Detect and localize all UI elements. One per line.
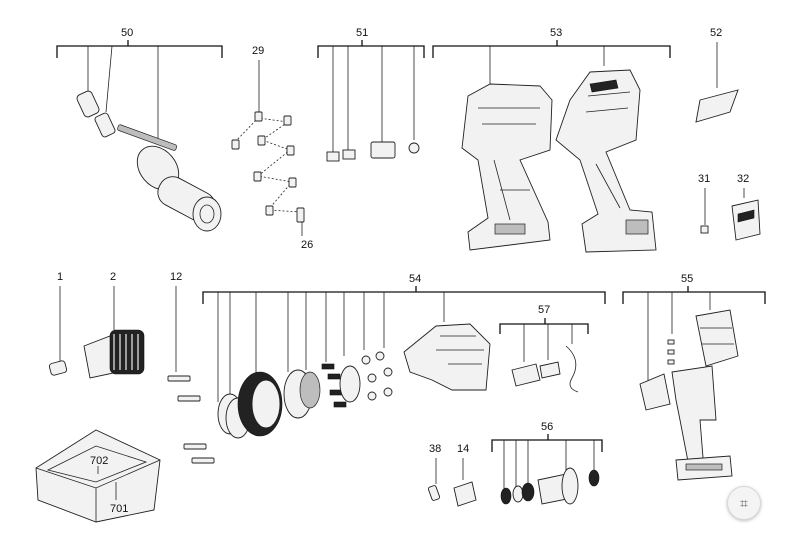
part-label-12: 12 <box>170 271 182 283</box>
side-handle-parts <box>76 90 222 232</box>
part-label-51: 51 <box>356 27 368 39</box>
part-label-50: 50 <box>121 27 133 39</box>
screws-29-26: 29 26 <box>231 45 313 251</box>
part-52: 52 <box>695 27 739 123</box>
part-label-702: 702 <box>90 455 108 467</box>
parts-38-14: 38 14 <box>427 443 477 507</box>
part-label-52: 52 <box>710 27 722 39</box>
screws-12: 12 <box>167 271 215 464</box>
part-label-1: 1 <box>57 271 63 283</box>
part-label-701: 701 <box>110 503 128 515</box>
bracket-55: 55 <box>622 273 766 481</box>
housing-left-half <box>461 83 553 251</box>
part-label-38: 38 <box>429 443 441 455</box>
chuck-parts: 1 2 <box>48 271 145 379</box>
fullscreen-toggle-button[interactable]: ⌗ <box>727 486 761 520</box>
part-label-56: 56 <box>541 421 553 433</box>
part-label-57: 57 <box>538 304 550 316</box>
fullscreen-collapse-icon: ⌗ <box>740 495 748 511</box>
part-label-32: 32 <box>737 173 749 185</box>
part-label-2: 2 <box>110 271 116 283</box>
parts-31-32: 31 32 <box>698 173 761 241</box>
part-label-53: 53 <box>550 27 562 39</box>
bracket-54: 54 <box>202 273 606 439</box>
bracket-57: 57 <box>499 304 589 393</box>
part-label-31: 31 <box>698 173 710 185</box>
bracket-50: 50 <box>56 27 223 140</box>
bracket-51: 51 <box>317 27 425 162</box>
part-label-55: 55 <box>681 273 693 285</box>
part-label-14: 14 <box>457 443 469 455</box>
part-label-54: 54 <box>409 273 421 285</box>
bracket-56: 56 <box>491 421 603 505</box>
part-label-29: 29 <box>252 45 264 57</box>
part-label-26: 26 <box>301 239 313 251</box>
carry-case: 702 701 <box>35 429 161 523</box>
bracket-53: 53 <box>432 27 671 88</box>
housing-right-half <box>555 69 657 253</box>
